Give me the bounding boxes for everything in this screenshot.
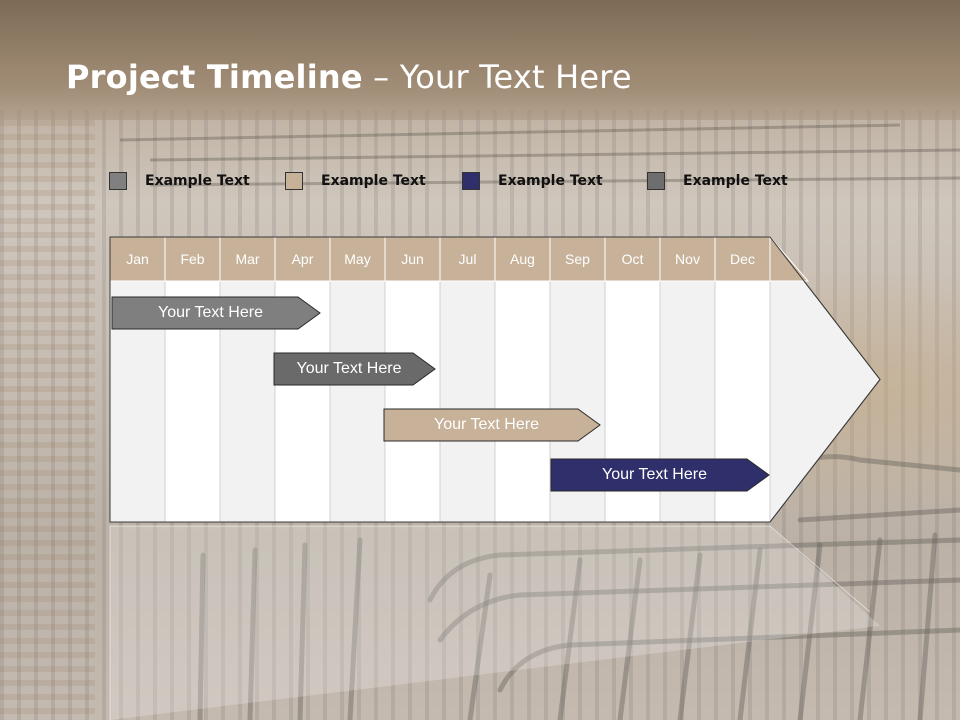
legend-item-2: Example Text [285,171,426,191]
slide-title-rest: – Your Text Here [362,58,632,96]
legend-label-2: Example Text [321,173,426,189]
month-label-mar: Mar [235,251,260,267]
legend-swatch-1 [109,172,127,190]
month-header-cell-aug [494,236,551,282]
legend-swatch-4 [647,172,665,190]
month-column-aug [494,280,551,523]
background-left-column [0,120,95,720]
month-header-cell-apr [274,236,331,282]
month-label-oct: Oct [621,251,644,267]
legend-item-4: Example Text [647,171,788,191]
month-label-may: May [344,251,371,267]
month-column-jul [439,280,496,523]
month-label-aug: Aug [510,251,535,267]
month-header-cell-jan [109,236,166,282]
month-header-cell-jul [439,236,496,282]
month-label-dec: Dec [730,251,755,267]
legend-item-1: Example Text [109,171,250,191]
legend-label-3: Example Text [498,173,603,189]
month-label-jul: Jul [458,251,477,267]
legend-swatch-2 [285,172,303,190]
task-label-2: Your Text Here [296,360,402,377]
month-label-feb: Feb [180,251,205,267]
month-column-may [329,280,386,523]
legend-label-4: Example Text [683,173,788,189]
title-band [0,0,960,120]
timeline-reflection-edge [109,525,871,720]
task-bar-4 [550,458,770,492]
timeline-arrow-outline [109,236,881,523]
task-label-3: Your Text Here [434,416,539,433]
month-header-cell-oct [604,236,661,282]
task-bar-2 [273,352,436,386]
timeline-reflection [110,526,880,720]
month-column-jun [384,280,441,523]
month-header-cell-jun [384,236,441,282]
month-header-tip [769,235,810,282]
month-label-sep: Sep [565,251,590,267]
legend-item-3: Example Text [462,171,603,191]
month-label-jan: Jan [126,251,149,267]
legend-label-1: Example Text [145,173,250,189]
month-label-apr: Apr [291,251,314,267]
legend-swatch-3 [462,172,480,190]
task-bar-3 [383,408,601,442]
task-label-4: Your Text Here [602,466,707,483]
month-header-cell-may [329,236,386,282]
month-header-cell-feb [164,236,221,282]
month-label-nov: Nov [675,251,700,267]
slide-title-bold: Project Timeline [66,58,363,96]
task-bar-1 [111,296,321,330]
slide-title: Project Timeline – Your Text Here [66,58,632,96]
task-label-1: Your Text Here [158,304,263,321]
month-label-jun: Jun [401,251,424,267]
